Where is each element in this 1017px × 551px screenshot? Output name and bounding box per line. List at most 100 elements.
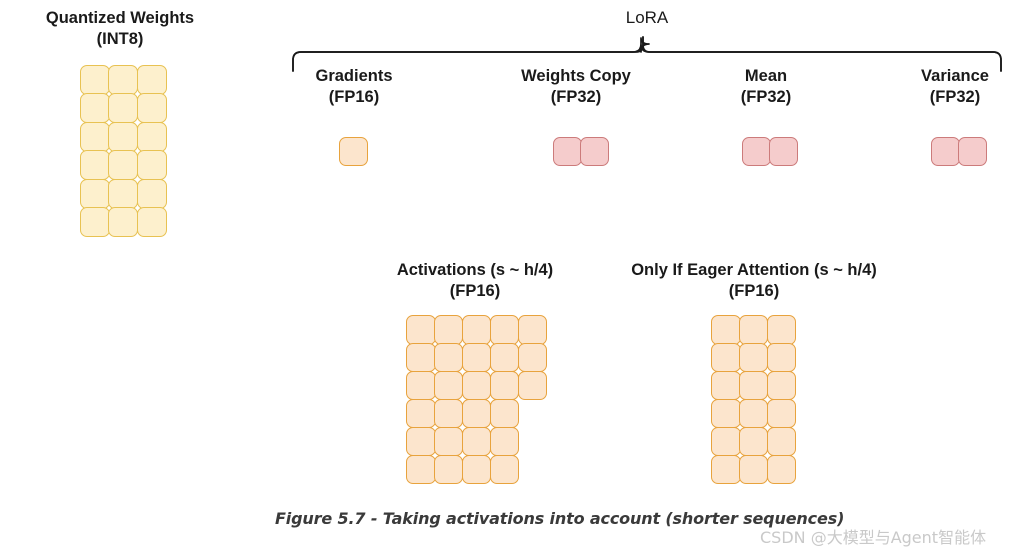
grid-row [80, 121, 167, 152]
memory-cell [738, 454, 769, 485]
memory-cell [433, 398, 464, 429]
memory-cell [136, 150, 167, 181]
memory-cell [489, 398, 520, 429]
memory-cell [108, 121, 139, 152]
memory-cell [517, 370, 548, 401]
memory-cell [406, 370, 436, 401]
memory-cell [433, 454, 464, 485]
grid-row [80, 93, 167, 124]
grid-row [711, 454, 797, 485]
memory-cell [489, 454, 520, 485]
memory-cell [80, 178, 110, 209]
grid-row [339, 137, 368, 166]
memory-cell [80, 65, 110, 95]
weights-copy-title: Weights Copy (FP32) [476, 66, 676, 109]
activations-title: Activations (s ~ h/4) (FP16) [380, 260, 570, 303]
memory-cell [711, 426, 741, 457]
grid-row [406, 370, 548, 401]
grid-row [406, 426, 547, 457]
weights-copy-grid [553, 137, 610, 166]
memory-cell [136, 65, 167, 95]
memory-cell [580, 137, 610, 166]
memory-cell [461, 426, 492, 457]
memory-cell [742, 137, 771, 166]
memory-cell [433, 426, 464, 457]
grid-row [406, 315, 548, 345]
memory-cell [108, 65, 139, 95]
memory-cell [406, 342, 436, 373]
mean-dtype: (FP32) [740, 88, 792, 107]
memory-cell [339, 137, 368, 166]
memory-cell [136, 93, 167, 124]
variance-label: Variance [921, 67, 989, 85]
memory-cell [461, 342, 492, 373]
grid-row [80, 65, 167, 95]
weights-copy-dtype: (FP32) [550, 88, 602, 107]
memory-cell [108, 207, 139, 238]
memory-cell [136, 121, 167, 152]
gradients-grid [339, 137, 368, 166]
quantized-weights-grid [80, 65, 167, 238]
memory-cell [517, 315, 548, 345]
memory-cell [766, 342, 797, 373]
memory-cell [711, 370, 741, 401]
memory-cell [769, 137, 799, 166]
memory-cell [958, 137, 988, 166]
memory-cell [406, 315, 436, 345]
memory-cell [711, 315, 741, 345]
memory-cell [108, 178, 139, 209]
gradients-label: Gradients [315, 67, 393, 85]
memory-cell [489, 426, 520, 457]
memory-cell [738, 370, 769, 401]
memory-cell [433, 342, 464, 373]
grid-row [80, 207, 167, 238]
grid-row [406, 398, 547, 429]
activations-dtype: (FP16) [449, 282, 501, 301]
grid-row [742, 137, 799, 166]
activations-grid [406, 315, 548, 485]
memory-cell [136, 207, 167, 238]
memory-cell [553, 137, 582, 166]
memory-cell [766, 426, 797, 457]
csdn-watermark: CSDN @大模型与Agent智能体 [760, 528, 987, 547]
quantized-weights-title: Quantized Weights (INT8) [10, 8, 230, 51]
grid-row [711, 398, 797, 429]
weights-copy-label: Weights Copy [521, 67, 631, 85]
memory-cell [433, 370, 464, 401]
variance-grid [931, 137, 988, 166]
eager-attention-title: Only If Eager Attention (s ~ h/4) (FP16) [604, 260, 904, 303]
grid-row [931, 137, 988, 166]
memory-cell [80, 93, 110, 124]
memory-cell [766, 454, 797, 485]
memory-cell [433, 315, 464, 345]
quantized-weights-label: Quantized Weights [45, 9, 195, 27]
memory-cell [461, 398, 492, 429]
activations-label: Activations (s ~ h/4) [396, 261, 554, 279]
grid-row [553, 137, 610, 166]
memory-cell [136, 178, 167, 209]
memory-cell [461, 370, 492, 401]
grid-row [711, 342, 797, 373]
variance-title: Variance (FP32) [855, 66, 1017, 109]
memory-cell [517, 342, 548, 373]
memory-cell [738, 398, 769, 429]
grid-row [711, 426, 797, 457]
memory-cell [80, 150, 110, 181]
grid-row [80, 150, 167, 181]
memory-cell [766, 370, 797, 401]
mean-title: Mean (FP32) [666, 66, 866, 109]
memory-cell [711, 342, 741, 373]
memory-cell [406, 398, 436, 429]
gradients-title: Gradients (FP16) [254, 66, 454, 109]
grid-row [80, 178, 167, 209]
memory-cell [108, 150, 139, 181]
mean-label: Mean [744, 67, 788, 85]
figure-caption: Figure 5.7 - Taking activations into acc… [275, 509, 845, 528]
mean-grid [742, 137, 799, 166]
eager-attention-grid [711, 315, 797, 485]
lora-group-title: LoRA [547, 8, 747, 28]
memory-cell [711, 454, 741, 485]
memory-cell [489, 342, 520, 373]
memory-cell [406, 426, 436, 457]
